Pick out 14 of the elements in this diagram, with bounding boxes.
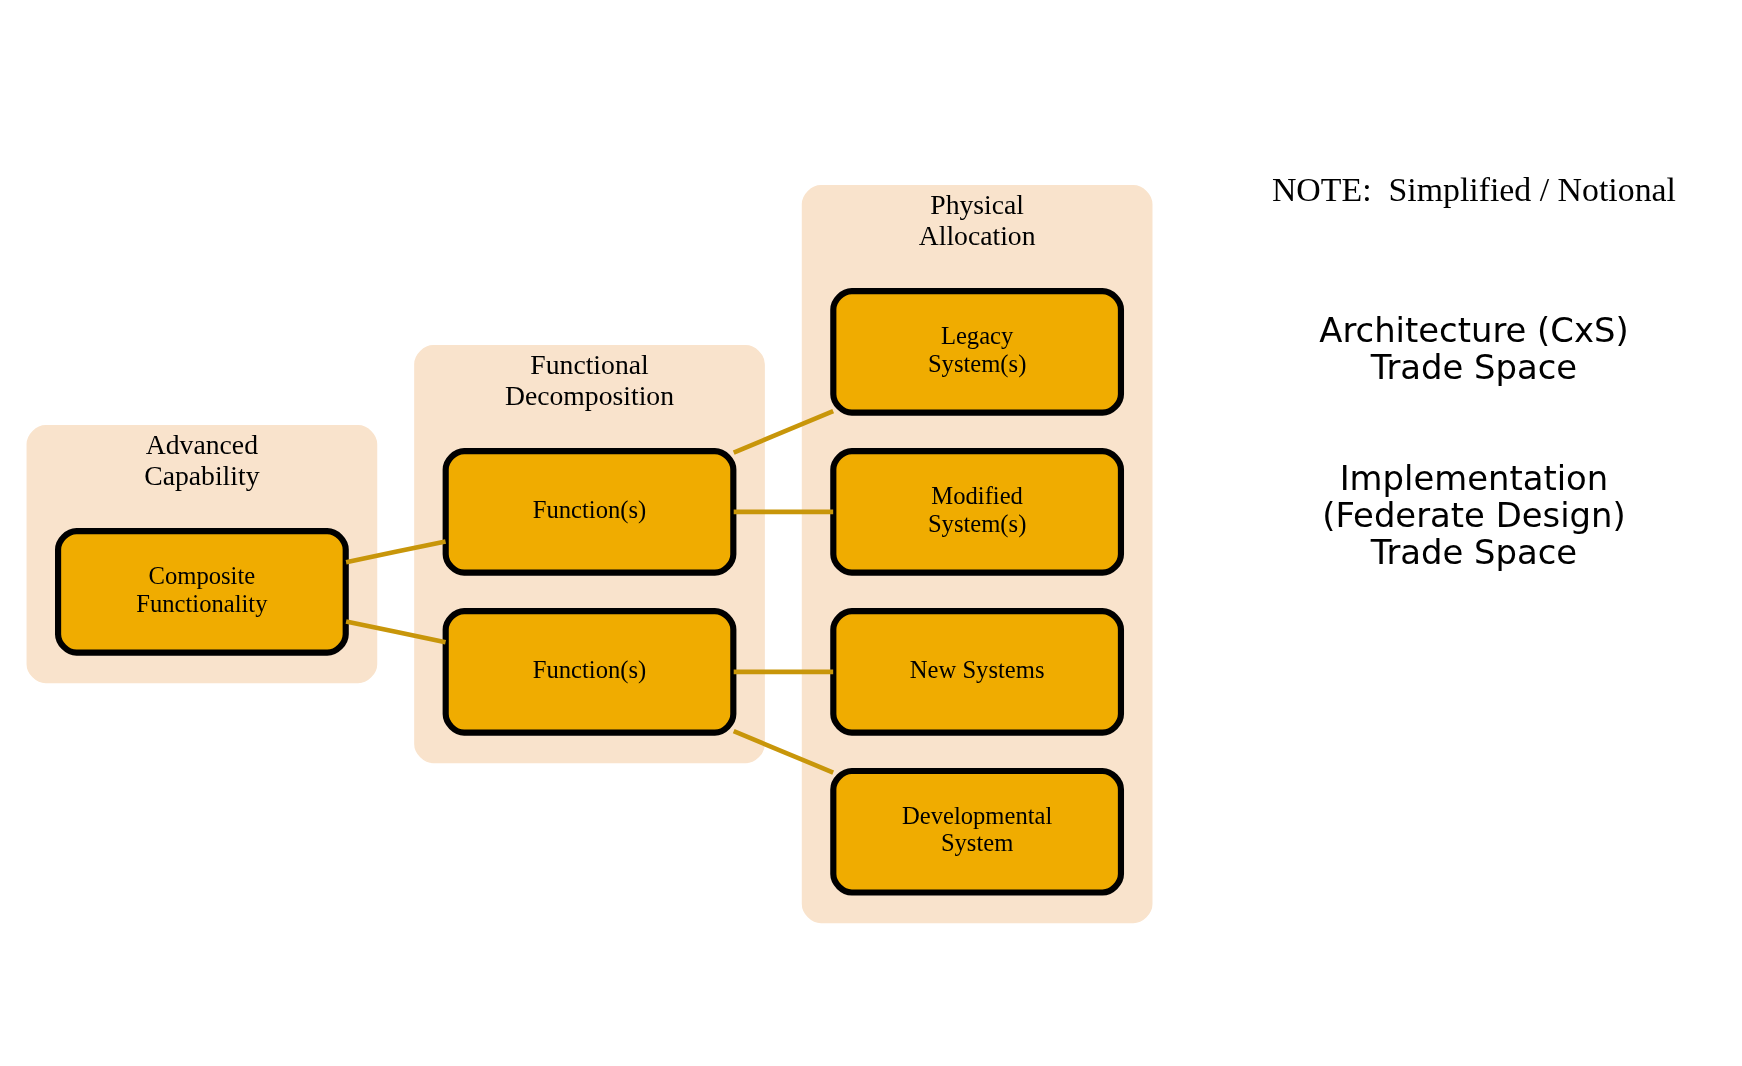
node-box: Modified System(s) <box>830 448 1125 576</box>
node-box: New Systems <box>830 608 1125 736</box>
label: Architecture (CxS) Trade Space <box>1319 311 1629 387</box>
node-box: Function(s) <box>442 448 737 576</box>
node-box: Legacy System(s) <box>830 288 1125 416</box>
node-box: Developmental System <box>830 767 1125 896</box>
connector <box>733 669 834 675</box>
node-box: Composite Functionality <box>55 528 349 656</box>
label: Implementation (Federate Design) Trade Space <box>1322 458 1626 572</box>
connector <box>732 409 835 455</box>
node-box: Function(s) <box>442 608 737 736</box>
connector <box>732 729 835 775</box>
connector <box>733 509 834 515</box>
label: NOTE: Simplified / Notional <box>1271 170 1676 208</box>
